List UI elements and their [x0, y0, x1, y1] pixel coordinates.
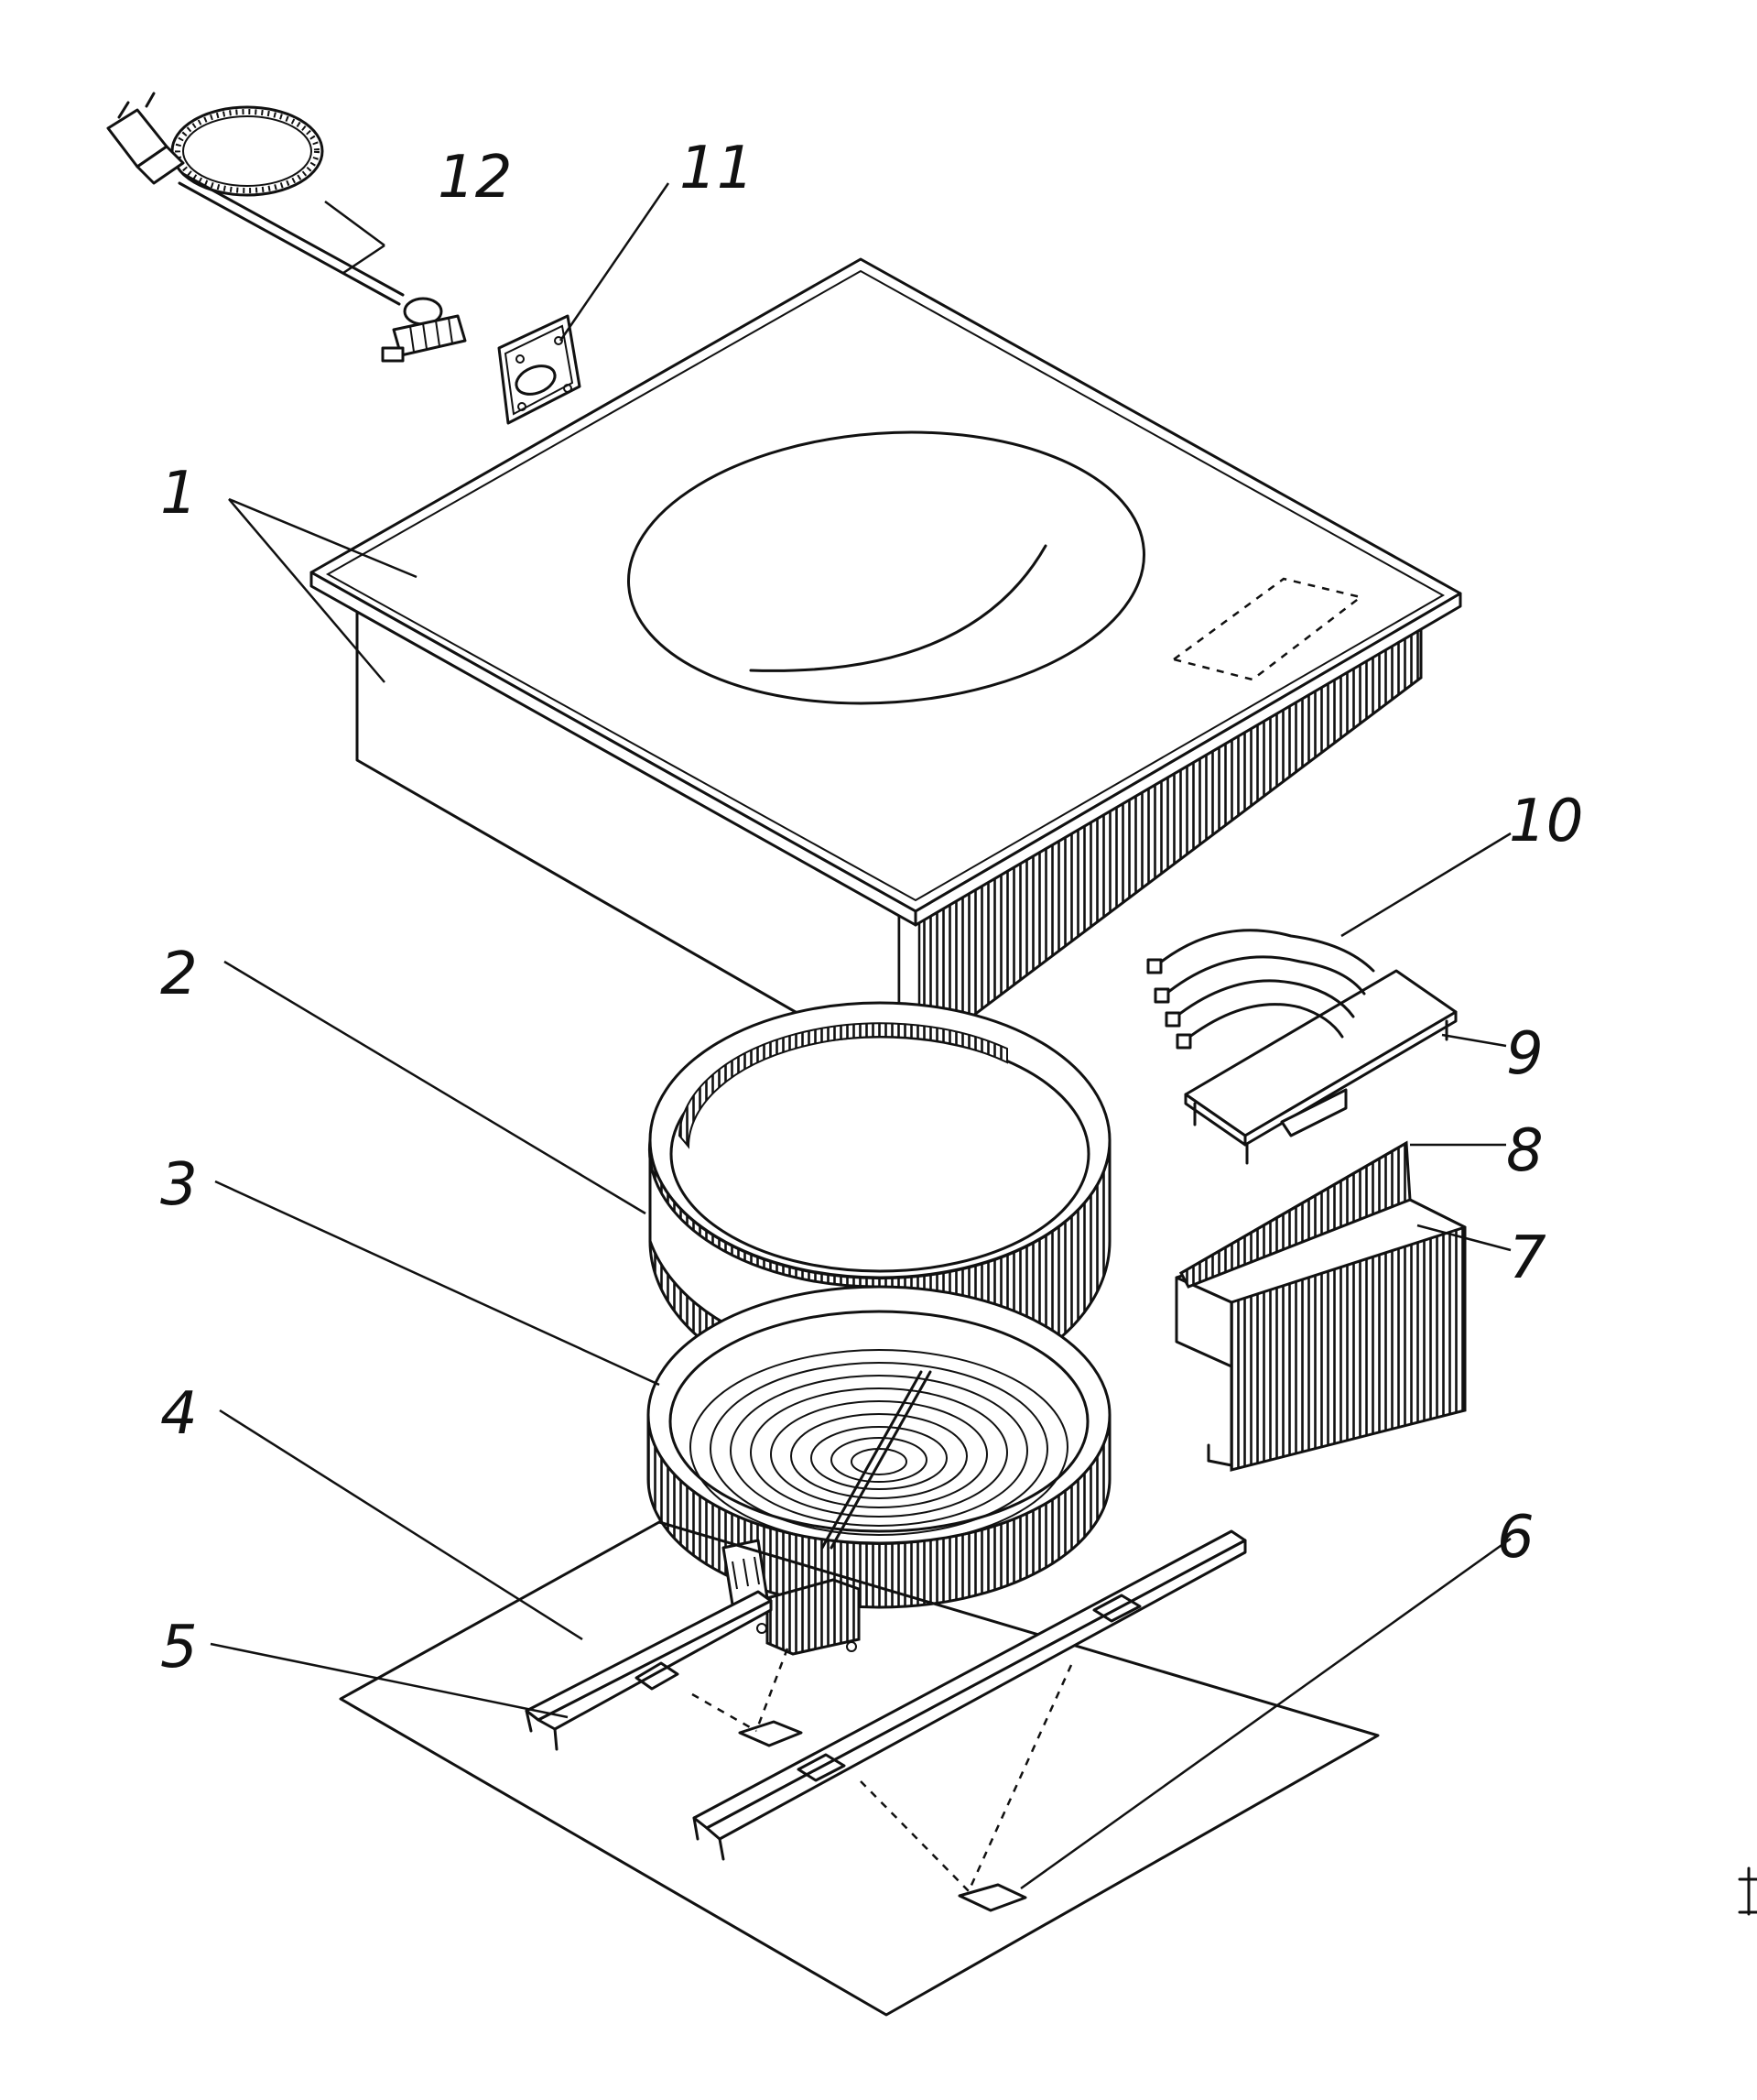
control-board	[1184, 969, 1458, 1165]
label-part-10: 10	[1509, 788, 1583, 855]
label-part-11: 11	[679, 135, 754, 202]
long-bracket	[692, 1529, 1247, 1861]
label-part-1: 1	[160, 460, 198, 528]
base-plate	[339, 1520, 1380, 2017]
label-part-6: 6	[1497, 1504, 1535, 1572]
wiring-harness	[1146, 929, 1375, 1050]
power-cord	[106, 92, 467, 363]
leader-10	[1340, 832, 1512, 938]
cooktop-housing	[309, 257, 1462, 1075]
leader-6	[1020, 1537, 1512, 1890]
label-part-3: 3	[160, 1151, 198, 1219]
leader-lines	[210, 182, 1512, 1890]
gasket-plate	[497, 314, 581, 425]
leader-5	[210, 1642, 569, 1719]
part-labels: 12 11 1 10 2 9 8 3 7 4 6 5	[160, 135, 1583, 1681]
short-bracket	[525, 1590, 773, 1751]
label-part-2: 2	[160, 941, 198, 1008]
leader-1b	[228, 498, 385, 683]
leader-11	[559, 182, 670, 342]
channel-housing	[1175, 1198, 1467, 1472]
leader-2	[223, 960, 646, 1215]
shield-plate	[1178, 1140, 1412, 1289]
label-part-5: 5	[160, 1614, 198, 1681]
label-part-12: 12	[438, 144, 512, 212]
label-part-9: 9	[1506, 1020, 1544, 1088]
leader-9	[1441, 1033, 1507, 1048]
leader-3	[214, 1180, 660, 1387]
leader-4	[219, 1409, 583, 1641]
label-part-8: 8	[1506, 1117, 1544, 1185]
edge-mark	[1738, 1866, 1757, 1916]
leader-12	[324, 200, 385, 247]
induction-coil	[646, 1285, 1112, 1656]
label-part-4: 4	[160, 1380, 198, 1448]
leader-7	[1416, 1224, 1512, 1252]
leader-1a	[228, 497, 418, 579]
label-part-7: 7	[1509, 1224, 1546, 1292]
mounting-clips	[691, 1648, 1073, 1912]
